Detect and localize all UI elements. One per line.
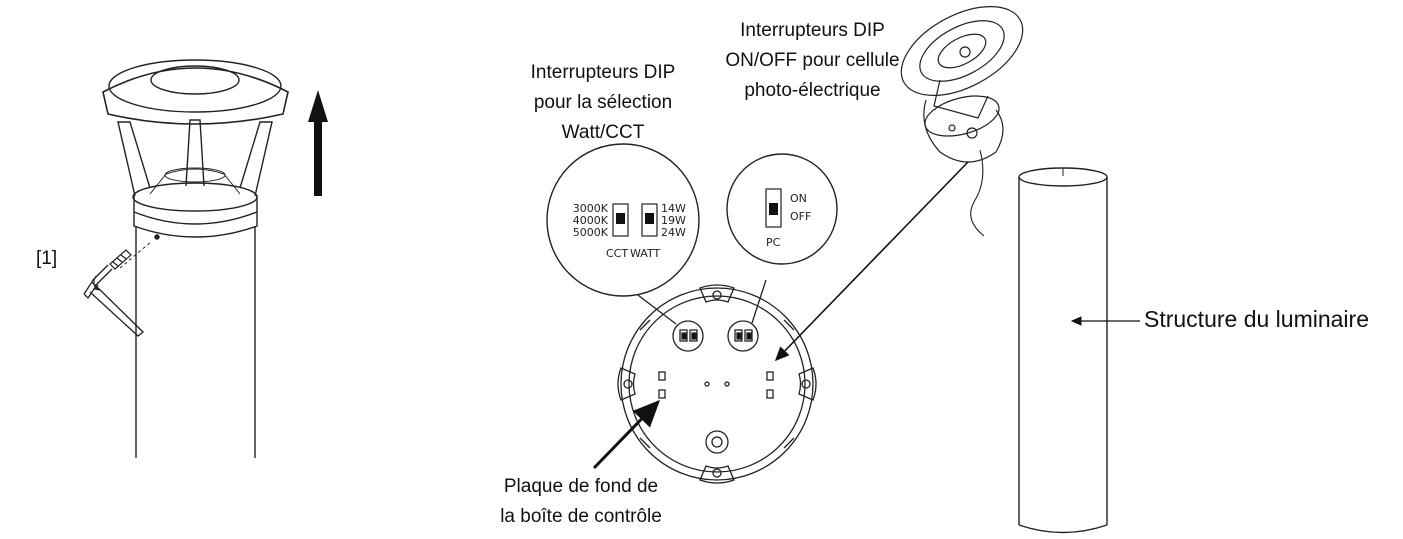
pc-on-label: ON bbox=[790, 192, 807, 205]
screw-icon bbox=[93, 249, 132, 291]
photocell-pointer-line bbox=[774, 161, 969, 362]
cct-caption: CCT bbox=[606, 247, 628, 260]
callout-dip-watt-cct-line-1: Interrupteurs DIP bbox=[530, 62, 676, 83]
base-plate-pointer-line bbox=[592, 399, 661, 470]
bollard-left bbox=[102, 59, 289, 458]
callout-dip-photocell-line-2: ON/OFF pour cellule bbox=[725, 50, 900, 71]
switch-detail-photocell bbox=[726, 153, 838, 265]
step-marker: [1] bbox=[36, 248, 58, 269]
watt-option-1: 19W bbox=[661, 214, 686, 227]
callout-base-plate: Plaque de fond de la boîte de contrôle bbox=[470, 472, 692, 532]
cct-labels: 3000K 4000K 5000K 14W 19W 24W CCT WATT bbox=[573, 202, 686, 260]
up-arrow-icon bbox=[308, 90, 328, 196]
watt-caption: WATT bbox=[630, 247, 660, 260]
watt-option-0: 14W bbox=[661, 202, 686, 215]
photocell-labels: ON OFF PC bbox=[766, 192, 811, 249]
callout-dip-photocell-line-1: Interrupteurs DIP bbox=[740, 20, 885, 41]
callout-base-plate-line-1: Plaque de fond de bbox=[503, 476, 659, 497]
callout-dip-photocell-line-3: photo-électrique bbox=[744, 80, 881, 101]
callout-dip-watt-cct: Interrupteurs DIP pour la sélection Watt… bbox=[498, 58, 708, 148]
fixture-body-tube bbox=[1018, 167, 1108, 534]
callout-fixture-body: Structure du luminaire bbox=[1144, 306, 1369, 332]
cct-option-1: 4000K bbox=[573, 214, 609, 227]
pc-off-label: OFF bbox=[790, 210, 811, 223]
callout-dip-photocell: Interrupteurs DIP ON/OFF pour cellule ph… bbox=[705, 16, 920, 106]
callout-dip-watt-cct-line-2: pour la sélection bbox=[533, 92, 673, 113]
pc-caption: PC bbox=[766, 236, 781, 249]
switch-detail-cct-watt bbox=[546, 143, 700, 297]
cct-option-0: 3000K bbox=[573, 202, 609, 215]
callout-dip-watt-cct-line-3: Watt/CCT bbox=[561, 122, 645, 143]
hex-key-icon bbox=[83, 264, 144, 337]
watt-option-2: 24W bbox=[661, 226, 686, 239]
cct-option-2: 5000K bbox=[573, 226, 609, 239]
fixture-head bbox=[900, 6, 1024, 237]
callout-base-plate-line-2: la boîte de contrôle bbox=[500, 506, 662, 527]
base-plate-drawing bbox=[617, 284, 817, 484]
